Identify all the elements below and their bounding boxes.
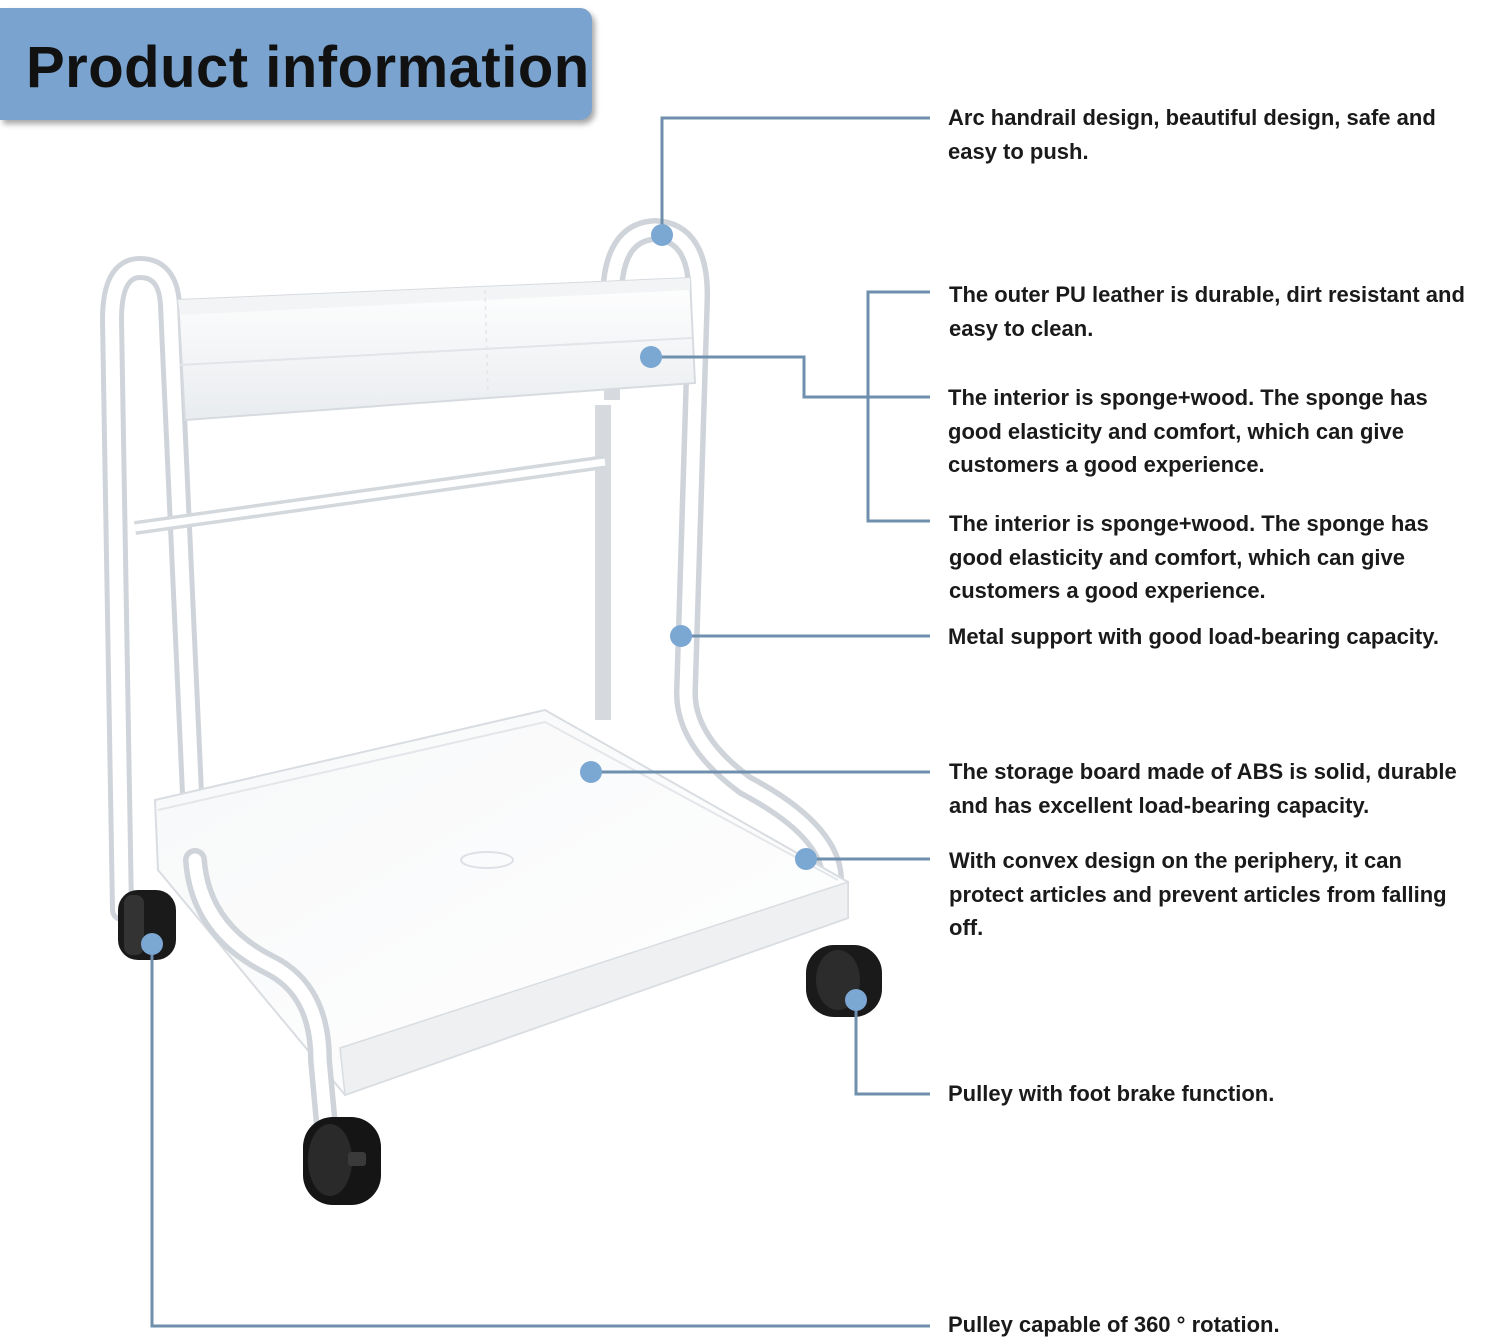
marker-handrail — [651, 224, 673, 246]
marker-rotation — [141, 933, 163, 955]
leader-line-rotation — [150, 944, 930, 1328]
callout-handrail: Arc handrail design, beautiful design, s… — [948, 105, 1436, 164]
callout-pu-leather: The outer PU leather is durable, dirt re… — [949, 282, 1465, 341]
leader-line-bracket — [866, 290, 930, 523]
marker-convex — [795, 848, 817, 870]
marker-storage — [580, 761, 602, 783]
marker-metal — [670, 625, 692, 647]
callout-rotation: Pulley capable of 360 ° rotation. — [948, 1312, 1280, 1337]
caster-front — [303, 1117, 381, 1205]
leader-line-handrail — [660, 116, 930, 235]
page-title: Product information — [26, 35, 590, 100]
leader-line-brake — [854, 1000, 930, 1096]
callout-metal-support: Metal support with good load-bearing cap… — [948, 624, 1439, 649]
callout-storage-board: The storage board made of ABS is solid, … — [949, 759, 1457, 818]
title-banner: Product information — [0, 8, 592, 120]
callout-convex: With convex design on the periphery, it … — [949, 848, 1447, 940]
trolley — [99, 217, 882, 1205]
callout-interior-1: The interior is sponge+wood. The sponge … — [948, 385, 1428, 477]
marker-cushion — [640, 346, 662, 368]
marker-brake — [845, 989, 867, 1011]
marker-dots — [141, 224, 867, 1011]
caster-right-brake — [806, 945, 882, 1017]
leader-lines — [150, 116, 930, 1328]
callout-interior-2: The interior is sponge+wood. The sponge … — [949, 511, 1429, 603]
callout-foot-brake: Pulley with foot brake function. — [948, 1081, 1275, 1106]
